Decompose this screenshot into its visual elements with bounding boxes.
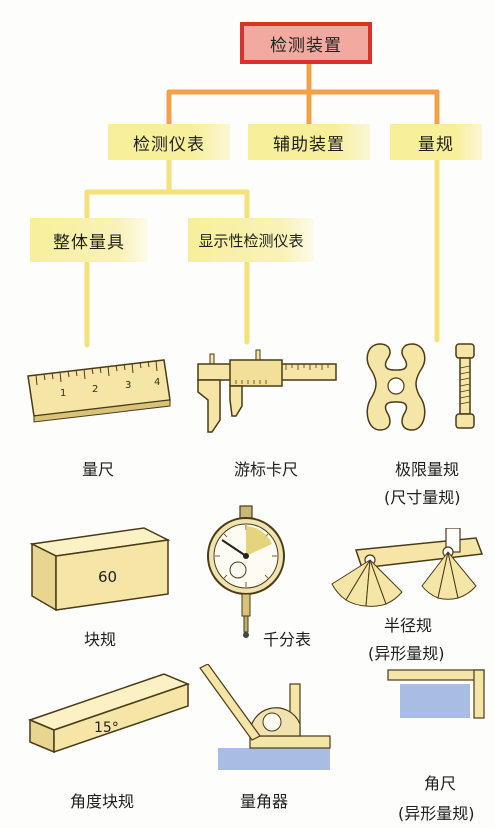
square-illustration — [387, 669, 485, 719]
angle-block-illustration: 15° — [27, 673, 191, 754]
label-protractor: 量角器 — [240, 792, 289, 811]
radius-gauge-illustration — [331, 528, 484, 607]
sublabel-radius-gauge: (异形量规) — [368, 644, 445, 663]
label-ruler: 量尺 — [82, 460, 115, 479]
gauge-block-value: 60 — [98, 568, 117, 586]
label-caliper: 游标卡尺 — [234, 460, 299, 479]
node-auxiliary-devices: 辅助装置 — [248, 124, 370, 160]
dial-indicator-illustration — [207, 505, 285, 638]
label-square: 角尺 — [424, 774, 457, 793]
ruler-mark-3: 3 — [125, 380, 131, 391]
limit-gauge-illustration — [366, 343, 475, 431]
label-dial-indicator: 千分表 — [263, 630, 312, 649]
label-limit-gauge: 极限量规 — [395, 460, 460, 479]
label-radius-gauge: 半径规 — [384, 616, 433, 635]
root-node: 检测装置 — [240, 22, 372, 64]
sublabel-square: (异形量规) — [398, 804, 475, 823]
ruler-mark-4: 4 — [154, 377, 160, 388]
ruler-mark-2: 2 — [92, 384, 98, 395]
node-gauges: 量规 — [390, 124, 482, 160]
protractor-illustration — [199, 664, 331, 770]
label-angle-block: 角度块规 — [70, 792, 135, 811]
ruler-illustration: 1 2 3 4 — [27, 359, 171, 423]
node-integral-measures: 整体量具 — [30, 218, 148, 262]
caliper-illustration — [197, 349, 337, 433]
node-display-instruments: 显示性检测仪表 — [188, 218, 314, 262]
gauge-block-illustration: 60 — [29, 527, 171, 612]
label-gauge-block: 块规 — [84, 630, 117, 649]
angle-block-value: 15° — [94, 720, 119, 736]
ruler-mark-1: 1 — [60, 388, 66, 399]
sublabel-limit-gauge: (尺寸量规) — [384, 488, 461, 507]
node-inspection-instruments: 检测仪表 — [108, 124, 230, 160]
